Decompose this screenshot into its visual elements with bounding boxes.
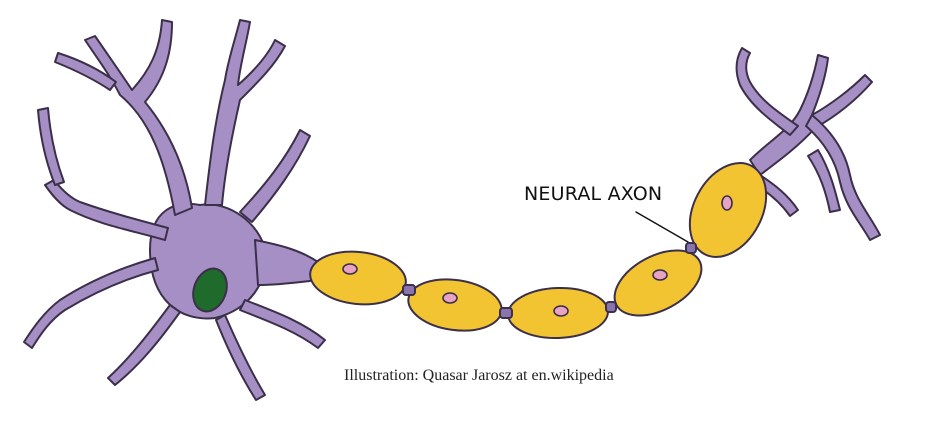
dendrites <box>24 20 325 400</box>
myelin-segment <box>308 247 409 309</box>
myelin-segments <box>308 150 782 340</box>
cell-body <box>150 204 318 319</box>
axon-label: NEURAL AXON <box>524 183 662 205</box>
myelin-segment <box>405 274 505 337</box>
illustration-credit: Illustration: Quasar Jarosz at en.wikipe… <box>344 367 614 385</box>
label-leader-line <box>636 212 688 242</box>
